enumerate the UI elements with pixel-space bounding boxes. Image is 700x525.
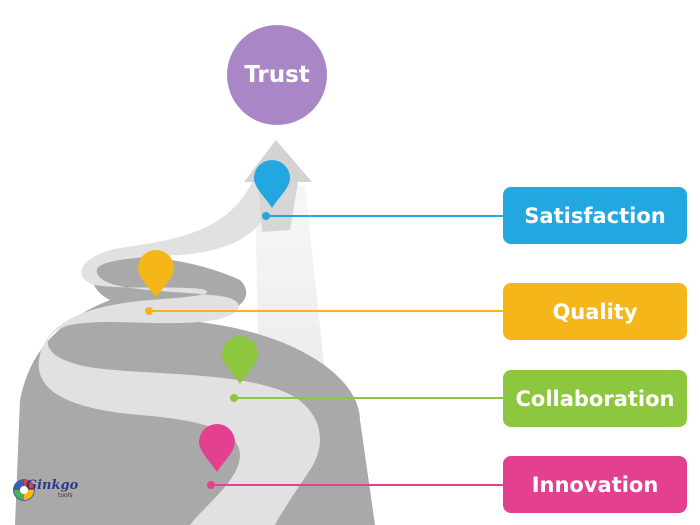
connector-dot-collaboration — [230, 394, 238, 402]
logo-sub: tools — [58, 492, 73, 499]
connector-dot-quality — [145, 307, 153, 315]
step-box-innovation: Innovation — [503, 456, 687, 513]
step-label: Innovation — [531, 472, 659, 497]
connector-dot-innovation — [207, 481, 215, 489]
ginkgo-leaf-icon — [13, 479, 35, 501]
map-pin-icon-collaboration — [222, 336, 258, 384]
step-box-satisfaction: Satisfaction — [503, 187, 687, 244]
map-pin-icon-innovation — [199, 424, 235, 472]
goal-label: Trust — [244, 62, 310, 88]
step-label: Collaboration — [515, 386, 675, 411]
map-pin-icon-quality — [138, 250, 174, 298]
connector-lines — [145, 212, 503, 489]
step-label: Satisfaction — [524, 203, 666, 228]
step-box-quality: Quality — [503, 283, 687, 340]
connector-dot-satisfaction — [262, 212, 270, 220]
goal-circle: Trust — [227, 25, 327, 125]
map-pins — [138, 159, 290, 472]
logo-word: Ginkgo — [26, 478, 79, 493]
step-box-collaboration: Collaboration — [503, 370, 687, 427]
step-label: Quality — [552, 299, 638, 324]
ginkgo-logo: Ginkgo tools — [12, 478, 92, 518]
map-pin-icon-satisfaction — [253, 159, 290, 208]
winding-road — [38, 176, 320, 525]
